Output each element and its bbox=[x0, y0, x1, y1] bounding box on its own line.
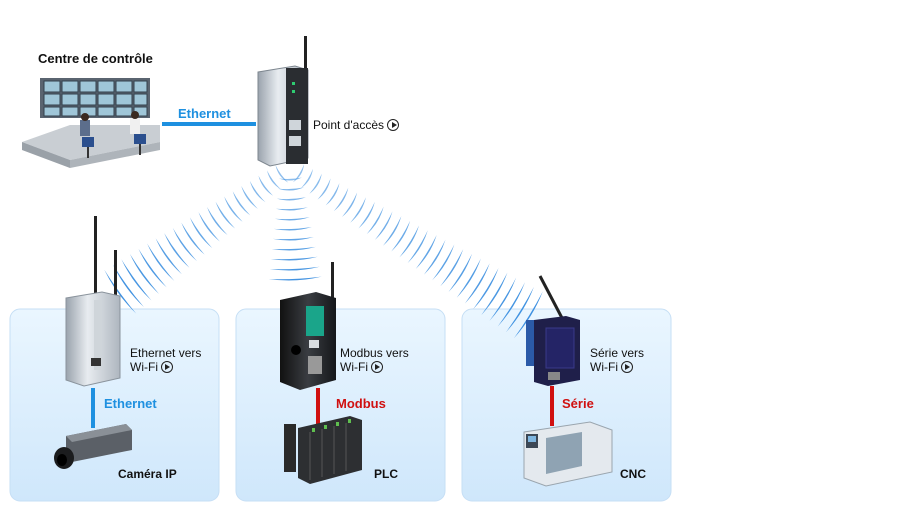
panel-serie-line1: Série vers bbox=[590, 346, 645, 360]
ip-camera-image bbox=[54, 424, 132, 469]
panel-ethernet-line2: Wi-Fi bbox=[130, 360, 158, 374]
control-center-title: Centre de contrôle bbox=[38, 51, 153, 66]
panel-serie-device-label[interactable]: Série vers Wi-Fi bbox=[590, 346, 644, 374]
wifi-wave-arc bbox=[155, 238, 182, 275]
wifi-wave-arc bbox=[172, 227, 198, 262]
wifi-wave-arc bbox=[374, 211, 393, 241]
serial-wifi-device-image bbox=[526, 275, 580, 386]
wifi-wave-arc bbox=[440, 249, 464, 287]
panel-ethernet-line1: Ethernet vers bbox=[130, 346, 202, 360]
wifi-wave-arc bbox=[301, 168, 313, 189]
wifi-wave-arc bbox=[309, 173, 322, 194]
wifi-wave-arc bbox=[224, 196, 243, 222]
wifi-wave-arc bbox=[241, 186, 258, 209]
wifi-wave-arc bbox=[415, 234, 437, 269]
wifi-wave-arc bbox=[456, 258, 481, 298]
wifi-wave-arc bbox=[276, 197, 306, 201]
panel-ethernet-device-label[interactable]: Ethernet vers Wi-Fi bbox=[130, 346, 201, 374]
wifi-wave-arc bbox=[271, 246, 316, 251]
panel-serie-connection-label: Série bbox=[562, 396, 594, 411]
panel-ethernet-endpoint-label: Caméra IP bbox=[118, 467, 177, 481]
access-point-image bbox=[257, 36, 309, 167]
control-room-image bbox=[22, 78, 160, 168]
wifi-wave-arc bbox=[189, 217, 213, 249]
wifi-wave-arc bbox=[473, 267, 499, 310]
arrow-circle-icon[interactable] bbox=[370, 361, 383, 373]
access-point-label[interactable]: Point d'accès bbox=[313, 118, 399, 132]
wifi-wave-arc bbox=[269, 266, 320, 271]
arrow-circle-icon[interactable] bbox=[620, 361, 633, 373]
top-ethernet-label: Ethernet bbox=[178, 106, 231, 121]
wifi-wave-arc bbox=[277, 187, 304, 191]
wifi-wave-arc bbox=[272, 236, 314, 241]
wifi-wave-arc bbox=[278, 177, 302, 181]
panel-ethernet-connection-label: Ethernet bbox=[104, 396, 157, 411]
panel-modbus-line1: Modbus vers bbox=[340, 346, 409, 360]
wifi-wave-arc bbox=[366, 206, 384, 235]
wifi-wave-arc bbox=[350, 197, 366, 223]
wifi-wave-arc bbox=[270, 256, 318, 261]
modbus-wifi-device-image bbox=[280, 262, 336, 390]
ethernet-wifi-device-image bbox=[65, 216, 121, 387]
wifi-waves bbox=[104, 164, 543, 339]
panel-modbus-line2: Wi-Fi bbox=[340, 360, 368, 374]
panel-serie-line2: Wi-Fi bbox=[590, 360, 618, 374]
panel-serie-endpoint-label: CNC bbox=[620, 467, 646, 481]
wifi-wave-arc bbox=[464, 263, 490, 304]
wifi-wave-arc bbox=[274, 217, 310, 221]
wifi-wave-arc bbox=[181, 222, 205, 255]
wifi-wave-arc bbox=[164, 233, 190, 268]
panel-modbus-connection-label: Modbus bbox=[336, 396, 386, 411]
wifi-wave-arc bbox=[275, 207, 308, 211]
access-point-text: Point d'accès bbox=[313, 118, 384, 132]
panel-modbus-device-label[interactable]: Modbus vers Wi-Fi bbox=[340, 346, 409, 374]
plc-image bbox=[284, 416, 362, 484]
wifi-wave-arc bbox=[432, 244, 455, 281]
wifi-wave-arc bbox=[268, 276, 322, 281]
panel-modbus-endpoint-label: PLC bbox=[374, 467, 398, 481]
wifi-wave-arc bbox=[232, 191, 251, 216]
wifi-wave-arc bbox=[448, 253, 473, 292]
wifi-wave-arc bbox=[358, 201, 375, 229]
arrow-circle-icon[interactable] bbox=[160, 361, 173, 373]
cnc-image bbox=[523, 421, 613, 487]
wifi-wave-arc bbox=[423, 239, 446, 275]
panel-serie bbox=[461, 308, 672, 502]
arrow-circle-icon[interactable] bbox=[387, 119, 399, 131]
wifi-wave-arc bbox=[273, 227, 312, 231]
